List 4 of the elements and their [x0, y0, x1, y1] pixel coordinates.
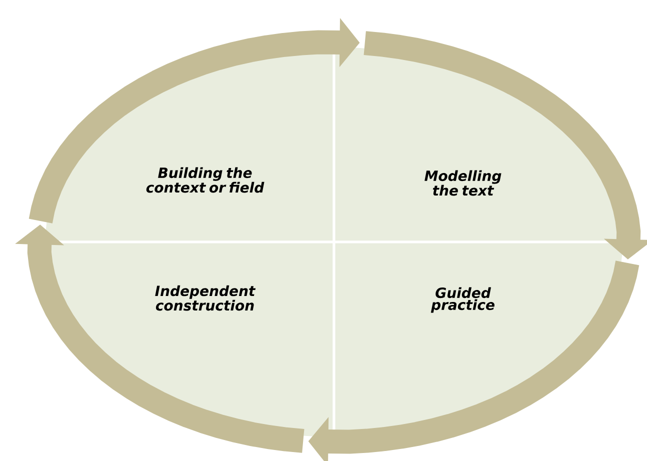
- quadrant-box: Independent construction: [42, 240, 336, 440]
- quadrant-box: Modelling the text: [332, 44, 626, 244]
- quadrant-box: Guided practice: [332, 240, 626, 440]
- quadrant-box: Building the context or field: [42, 44, 336, 244]
